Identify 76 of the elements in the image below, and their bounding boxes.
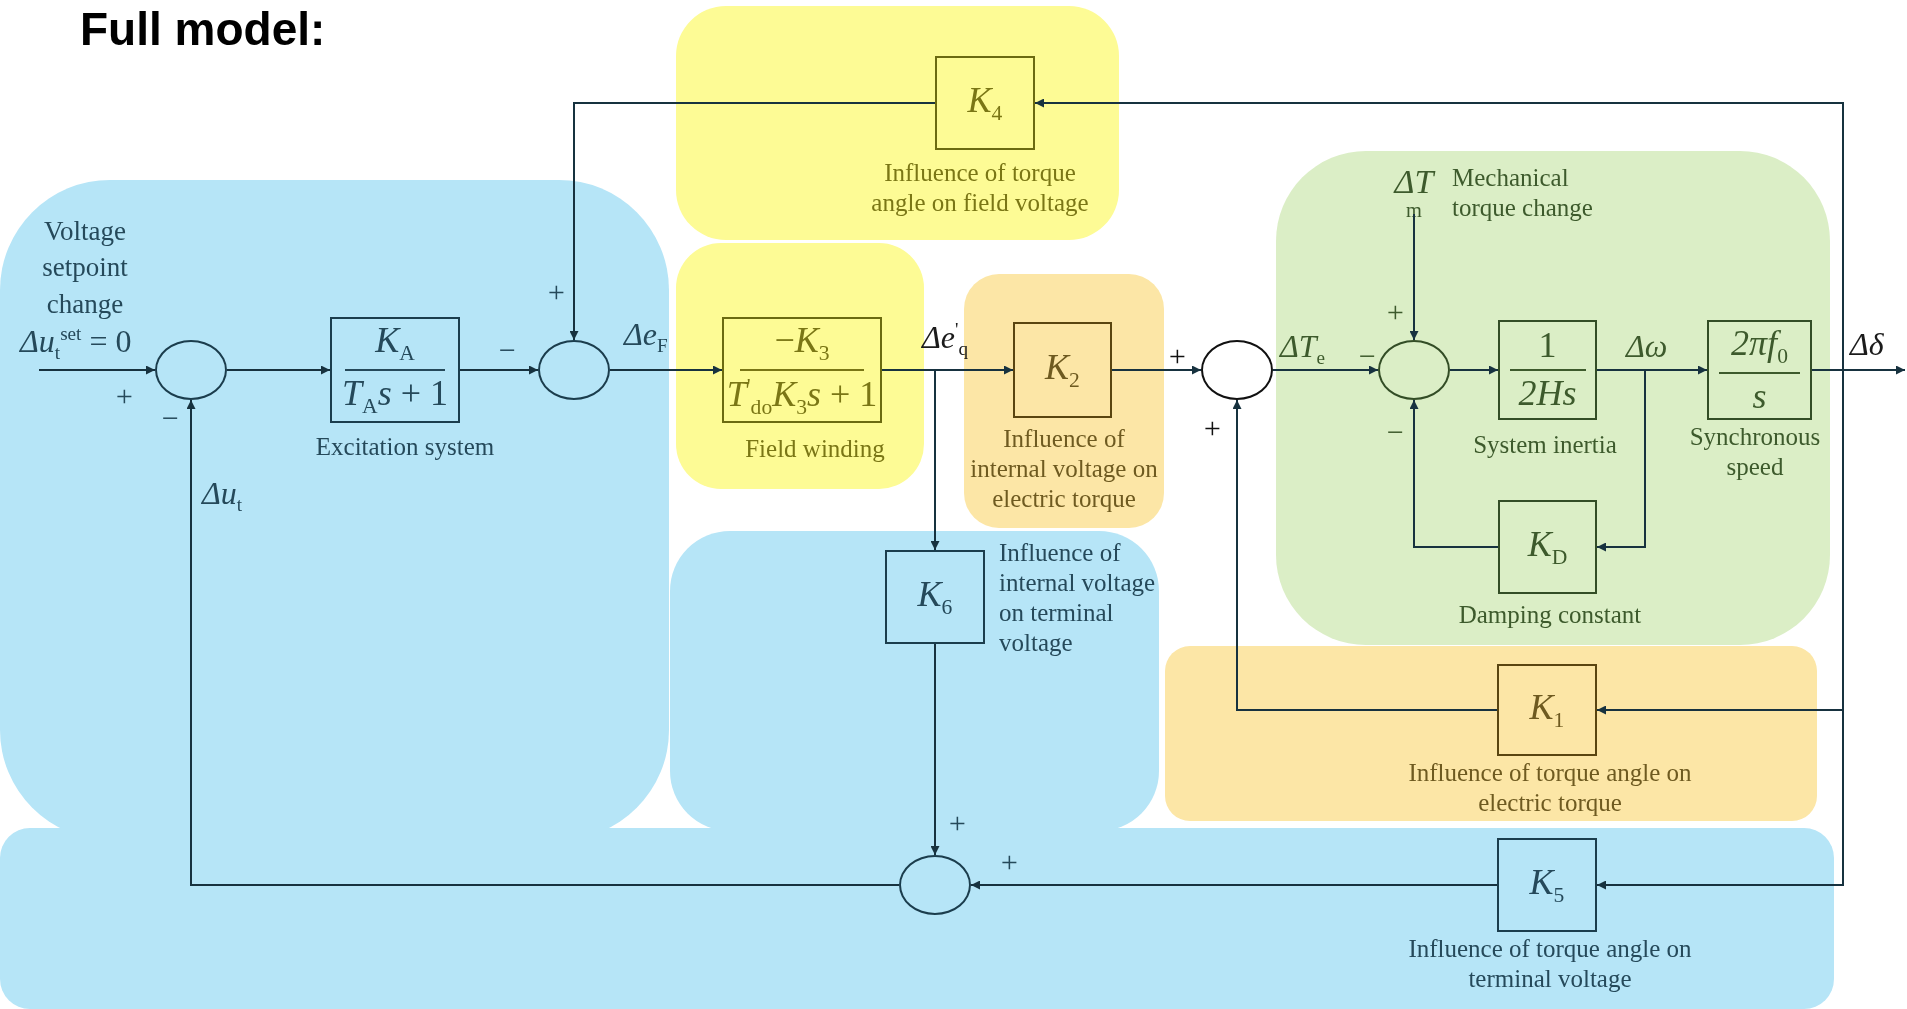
- gain-text: K$_{2}$: [1045, 348, 1080, 392]
- sum-sign: +: [545, 277, 567, 307]
- summing-junction: [155, 340, 227, 400]
- block-caption: Influence of internal voltage on terminal voltage: [999, 539, 1156, 656]
- edge-label: Δu$_{t}$$^{set}$ = 0: [20, 324, 132, 363]
- gain-text: K$_{D}$: [1527, 525, 1568, 569]
- denominator-text: 2Hs: [1518, 375, 1577, 413]
- numerator-text: 2πf$_{0}$: [1731, 324, 1788, 368]
- signal-arrow: [1272, 365, 1379, 375]
- transfer-function-box: [1013, 322, 1112, 418]
- signal-arrow: [569, 102, 936, 341]
- sum-sign: +: [998, 847, 1020, 877]
- sum-sign: +: [113, 381, 135, 411]
- transfer-function-box: [1497, 664, 1597, 756]
- transfer-function-box: [1707, 320, 1812, 420]
- block-caption: Mechanical torque change: [1452, 164, 1593, 221]
- transfer-function-box: [1498, 500, 1597, 594]
- sum-sign: −: [1384, 417, 1406, 447]
- gain-text: K$_{4}$: [967, 81, 1003, 125]
- edge-label: Δu$_{t}$: [202, 477, 243, 515]
- summing-junction: [538, 340, 610, 400]
- transfer-function-box: [1498, 320, 1597, 420]
- sum-sign: +: [1201, 413, 1223, 443]
- signal-arrow: [186, 399, 900, 886]
- gain-text: K$_{1}$: [1529, 688, 1565, 732]
- edge-label: Δe$_{F}$: [624, 318, 668, 356]
- signal-arrow: [1034, 98, 1844, 371]
- signal-arrow: [930, 643, 940, 856]
- signal-arrow: [1409, 213, 1419, 341]
- signal-arrow: [970, 880, 1498, 890]
- transfer-function-box: [935, 56, 1035, 150]
- signal-arrow: [609, 365, 723, 375]
- block-caption: Influence of torque angle on terminal voltage: [1408, 935, 1692, 992]
- block-caption: Influence of torque angle on electric torque: [1408, 759, 1692, 816]
- numerator-text: −K$_{3}$: [774, 321, 830, 365]
- signal-arrow: [1449, 365, 1499, 375]
- signal-arrow: [1111, 365, 1202, 375]
- summing-junction: [899, 855, 971, 915]
- edge-label: ΔT$_{e}$: [1280, 330, 1326, 368]
- gain-text: K$_{6}$: [917, 575, 953, 619]
- numerator-text: K$_{A}$: [375, 322, 415, 365]
- summing-junction: [1378, 340, 1450, 400]
- transfer-function-box: [330, 317, 460, 423]
- signal-arrow: [38, 365, 156, 375]
- block-caption: Excitation system: [315, 433, 495, 460]
- signal-arrow: [459, 365, 539, 375]
- signal-arrow: [1596, 369, 1646, 552]
- numerator-text: 1: [1538, 327, 1557, 365]
- edge-label: Δω: [1626, 330, 1668, 362]
- sum-sign: −: [159, 403, 181, 433]
- sum-sign: +: [946, 808, 968, 838]
- transfer-function-box: [722, 317, 882, 423]
- signal-arrow: [1232, 399, 1498, 711]
- denominator-text: T$_{A}$s + 1: [342, 375, 448, 418]
- signal-arrow: [1596, 369, 1844, 890]
- summing-junction: [1201, 340, 1273, 400]
- diagram-title: Full model:: [80, 2, 326, 56]
- sum-sign: +: [1384, 297, 1406, 327]
- sum-sign: +: [1166, 341, 1188, 371]
- denominator-text: s: [1752, 377, 1767, 416]
- block-caption: System inertia: [1473, 431, 1617, 458]
- transfer-function-box: [1497, 838, 1597, 932]
- block-caption: Influence of internal voltage on electric torque: [970, 425, 1158, 512]
- gain-text: K$_{5}$: [1529, 863, 1565, 907]
- block-caption: Damping constant: [1458, 601, 1642, 628]
- sum-sign: −: [496, 335, 518, 365]
- block-caption: Synchronous speed: [1689, 423, 1821, 480]
- signal-arrow: [1409, 399, 1499, 548]
- block-caption: Influence of torque angle on field voltage: [871, 159, 1089, 216]
- edge-label: Δδ: [1850, 328, 1884, 360]
- denominator-text: T$^{'}$$_{do}$K$_{3}$s + 1: [726, 374, 878, 419]
- signal-arrow: [226, 365, 331, 375]
- block-caption: Field winding: [745, 435, 885, 462]
- input-description: Voltage setpoint change: [41, 215, 129, 321]
- transfer-function-box: [885, 550, 985, 644]
- sum-sign: −: [1356, 341, 1378, 371]
